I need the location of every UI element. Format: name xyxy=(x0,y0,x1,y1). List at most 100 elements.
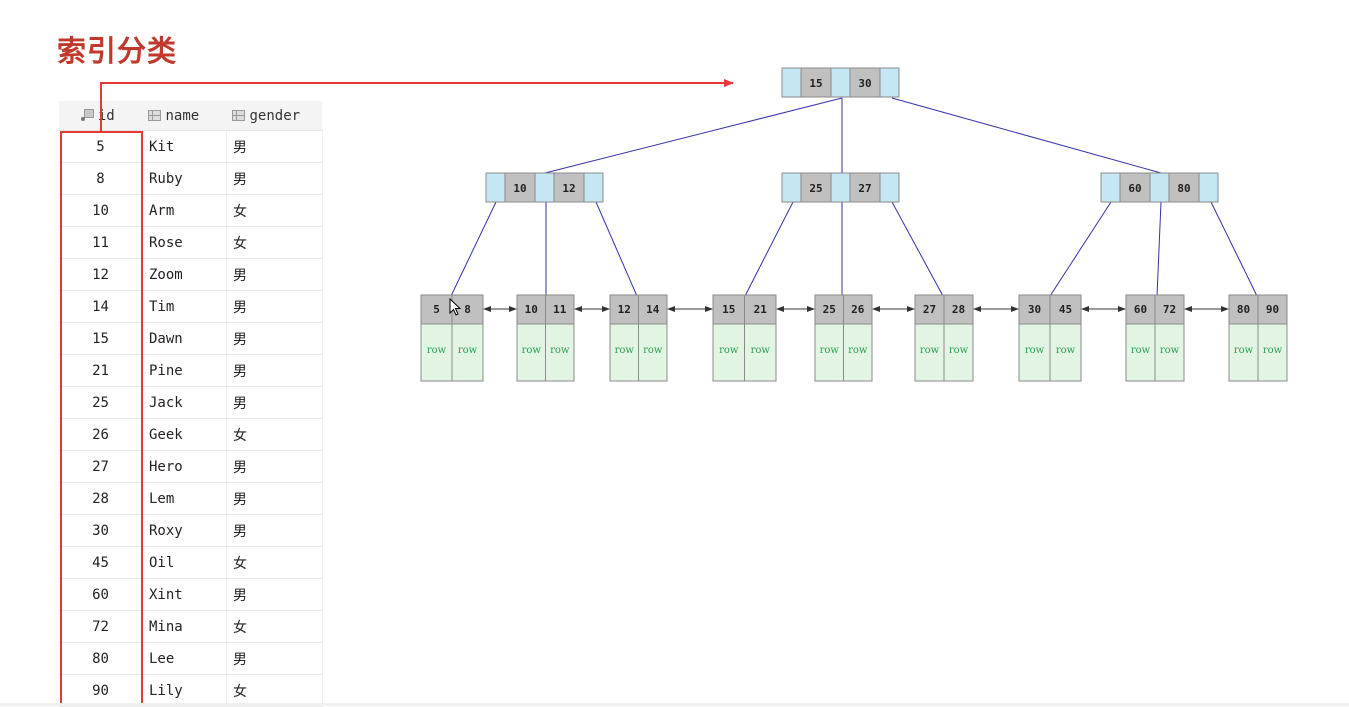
cell-id[interactable]: 90 xyxy=(59,674,143,707)
cell-name[interactable]: Mina xyxy=(142,610,227,643)
leaf-key: 45 xyxy=(1059,303,1072,316)
tree-link xyxy=(1049,201,1112,297)
leaf-row-cell xyxy=(609,323,639,382)
cell-gender[interactable]: 女 xyxy=(226,194,323,227)
cell-id[interactable]: 60 xyxy=(59,578,143,611)
leaf-key: 26 xyxy=(851,303,865,316)
leaf-row-label: row xyxy=(427,345,447,356)
cell-name[interactable]: Xint xyxy=(142,578,227,611)
key-cell xyxy=(1168,172,1200,203)
leaf-row-label: row xyxy=(920,345,940,356)
cell-id[interactable]: 10 xyxy=(59,194,143,227)
cell-name[interactable]: Tim xyxy=(142,290,227,323)
cell-name[interactable]: Ruby xyxy=(142,162,227,195)
cell-id[interactable]: 26 xyxy=(59,418,143,451)
cell-name[interactable]: Hero xyxy=(142,450,227,483)
cell-gender[interactable]: 男 xyxy=(226,482,323,515)
cell-gender[interactable]: 男 xyxy=(226,386,323,419)
bottom-bar xyxy=(0,703,1349,706)
cell-name[interactable]: Zoom xyxy=(142,258,227,291)
cell-id[interactable]: 27 xyxy=(59,450,143,483)
leaf-key-cell xyxy=(814,294,844,325)
leaf-key: 5 xyxy=(433,303,440,316)
cell-name[interactable]: Dawn xyxy=(142,322,227,355)
cell-id[interactable]: 45 xyxy=(59,546,143,579)
table-header-row: id name gender xyxy=(59,101,323,131)
node-key: 27 xyxy=(858,182,871,195)
cell-gender[interactable]: 男 xyxy=(226,322,323,355)
cell-gender[interactable]: 女 xyxy=(226,226,323,259)
cell-id[interactable]: 80 xyxy=(59,642,143,675)
cell-gender[interactable]: 男 xyxy=(226,514,323,547)
cell-gender[interactable]: 女 xyxy=(226,610,323,643)
leaf-key-cell xyxy=(516,294,546,325)
page-title: 索引分类 xyxy=(57,34,178,68)
cell-id[interactable]: 72 xyxy=(59,610,143,643)
cell-id[interactable]: 14 xyxy=(59,290,143,323)
cell-name[interactable]: Kit xyxy=(142,130,227,163)
leaf-row-label: row xyxy=(751,345,771,356)
cell-name[interactable]: Rose xyxy=(142,226,227,259)
cell-id[interactable]: 15 xyxy=(59,322,143,355)
tree-link xyxy=(891,97,1162,174)
cell-name[interactable]: Jack xyxy=(142,386,227,419)
cell-gender[interactable]: 男 xyxy=(226,354,323,387)
cell-id[interactable]: 21 xyxy=(59,354,143,387)
cell-name[interactable]: Pine xyxy=(142,354,227,387)
cell-id[interactable]: 8 xyxy=(59,162,143,195)
cell-gender[interactable]: 男 xyxy=(226,642,323,675)
tree-link xyxy=(595,201,638,297)
key-cell xyxy=(800,172,832,203)
cell-name[interactable]: Oil xyxy=(142,546,227,579)
cell-id[interactable]: 11 xyxy=(59,226,143,259)
node-key: 80 xyxy=(1177,182,1190,195)
cell-gender[interactable]: 男 xyxy=(226,290,323,323)
cell-name[interactable]: Lem xyxy=(142,482,227,515)
cell-name[interactable]: Lee xyxy=(142,642,227,675)
cell-gender[interactable]: 男 xyxy=(226,162,323,195)
column-icon xyxy=(147,109,161,121)
column-header-name[interactable]: name xyxy=(142,101,227,131)
cell-gender[interactable]: 男 xyxy=(226,258,323,291)
cell-id[interactable]: 28 xyxy=(59,482,143,515)
column-header-gender[interactable]: gender xyxy=(226,101,323,131)
pointer-cell xyxy=(879,172,900,203)
cell-gender[interactable]: 男 xyxy=(226,130,323,163)
cell-name[interactable]: Arm xyxy=(142,194,227,227)
cell-name[interactable]: Geek xyxy=(142,418,227,451)
cell-gender[interactable]: 男 xyxy=(226,450,323,483)
column-header-label: name xyxy=(165,107,200,124)
tree-link xyxy=(1156,201,1162,297)
cell-name[interactable]: Roxy xyxy=(142,514,227,547)
tree-link xyxy=(450,201,497,297)
cell-id[interactable]: 25 xyxy=(59,386,143,419)
pointer-cell xyxy=(1100,172,1121,203)
cell-id[interactable]: 30 xyxy=(59,514,143,547)
leaf-row-cell xyxy=(1125,323,1156,382)
cell-gender[interactable]: 女 xyxy=(226,546,323,579)
cell-gender[interactable]: 女 xyxy=(226,418,323,451)
leaf-key-cell xyxy=(451,294,484,325)
cell-gender[interactable]: 男 xyxy=(226,578,323,611)
